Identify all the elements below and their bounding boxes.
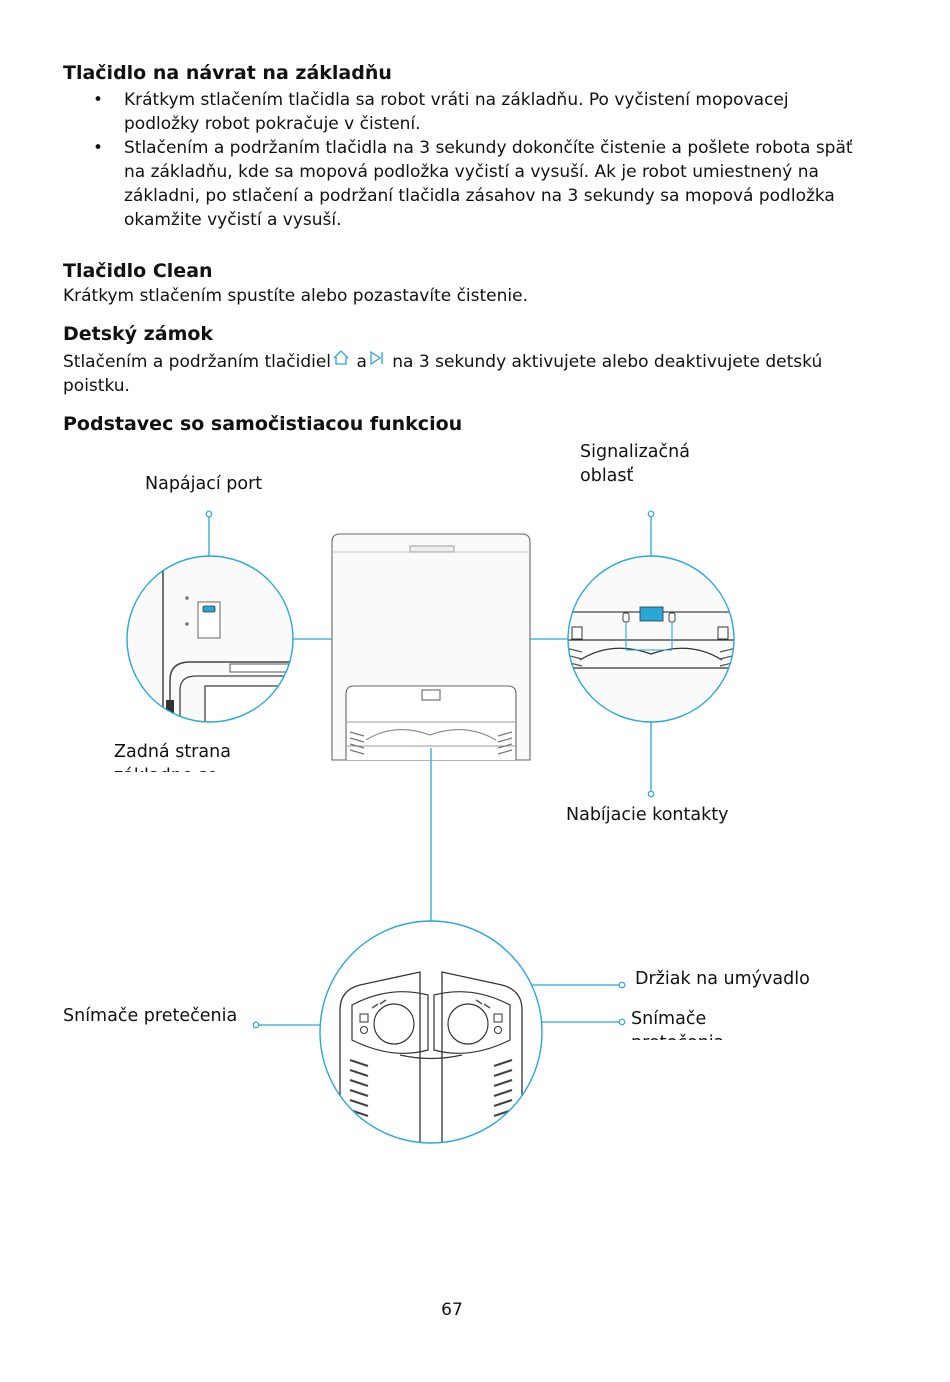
label-signal-area-line1: Signalizačná [580, 442, 690, 462]
clean-button-text: Krátkym stlačením spustíte alebo pozasta… [63, 286, 529, 306]
child-lock-text-and: a [356, 352, 367, 372]
child-lock-text: Stlačením a podržaním tlačidiel a na 3 s… [63, 350, 883, 374]
play-skip-icon [367, 348, 387, 368]
label-overflow-sensors-left: Snímače pretečenia [63, 1006, 238, 1026]
sink-tray-detail [320, 921, 542, 1143]
heading-return-button: Tlačidlo na návrat na základňu [63, 62, 392, 84]
return-button-bullets: Krátkym stlačením tlačidla sa robot vrát… [63, 88, 853, 232]
label-back-side-cut: základne so [114, 764, 218, 772]
signal-area-detail [568, 556, 734, 722]
label-signal-area-line2: oblasť [580, 466, 634, 486]
label-charging-contacts: Nabíjacie kontakty [566, 805, 729, 825]
label-sink-holder: Držiak na umývadlo [635, 969, 810, 989]
home-icon [331, 348, 351, 368]
child-lock-text-line2: poistku. [63, 376, 130, 396]
list-item: Krátkym stlačením tlačidla sa robot vrát… [63, 88, 853, 136]
label-power-port: Napájací port [145, 474, 263, 494]
power-port-detail [127, 556, 293, 722]
child-lock-text-before: Stlačením a podržaním tlačidiel [63, 352, 332, 372]
page-number: 67 [441, 1300, 463, 1320]
heading-base-station: Podstavec so samočistiacou funkciou [63, 413, 463, 435]
child-lock-text-after: na 3 sekundy aktivujete alebo deaktivuje… [392, 352, 823, 372]
label-overflow-sensors-right: Snímače [631, 1009, 707, 1029]
list-item: Stlačením a podržaním tlačidla na 3 seku… [63, 136, 853, 232]
base-station-body [331, 533, 531, 761]
label-overflow-sensors-right-cut: pretečenia [631, 1031, 724, 1040]
heading-clean-button: Tlačidlo Clean [63, 260, 213, 282]
heading-child-lock: Detský zámok [63, 323, 214, 345]
label-back-side: Zadná strana [114, 742, 231, 762]
